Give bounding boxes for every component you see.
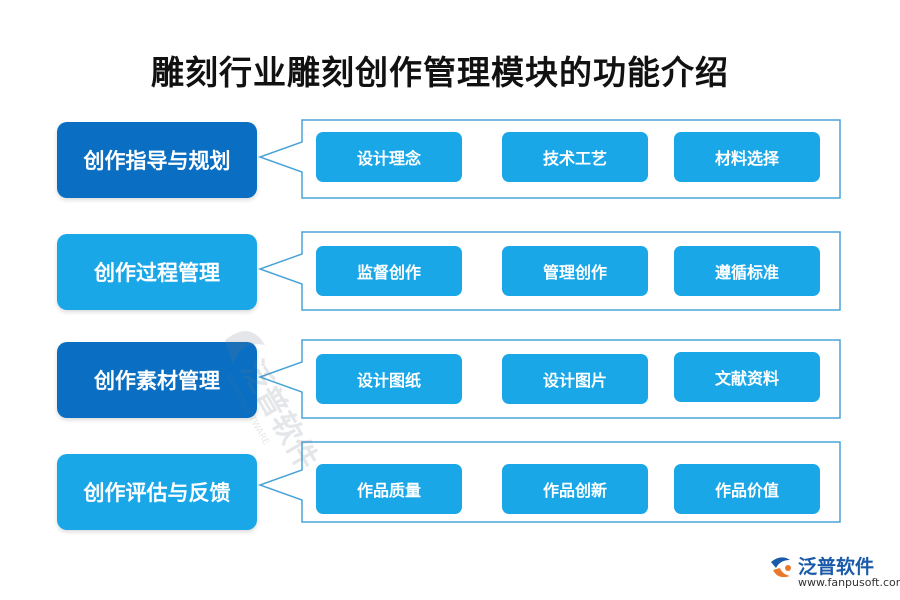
logo-name: 泛普软件: [798, 556, 875, 578]
feature-box: 作品价值: [674, 464, 820, 514]
feature-box: 设计图纸: [316, 354, 462, 404]
feature-box: 设计图片: [502, 354, 648, 404]
module-row: 创作评估与反馈 作品质量 作品创新 作品价值: [0, 441, 900, 544]
feature-box: 文献资料: [674, 352, 820, 402]
feature-box: 材料选择: [674, 132, 820, 182]
brand-logo: 泛普软件 www.fanpusoft.com: [764, 550, 900, 596]
page-title: 雕刻行业雕刻创作管理模块的功能介绍: [151, 53, 729, 92]
category-box: 创作评估与反馈: [57, 454, 257, 530]
category-box: 创作素材管理: [57, 342, 257, 418]
feature-box: 作品质量: [316, 464, 462, 514]
module-row: 创作指导与规划 设计理念 技术工艺 材料选择: [0, 119, 900, 212]
fanpu-logo-icon: [771, 557, 791, 578]
module-row: 创作过程管理 监督创作 管理创作 遵循标准: [0, 231, 900, 324]
category-box: 创作过程管理: [57, 234, 257, 310]
feature-box: 作品创新: [502, 464, 648, 514]
feature-box: 管理创作: [502, 246, 648, 296]
module-row: 创作素材管理 设计图纸 设计图片 文献资料: [0, 339, 900, 432]
category-box: 创作指导与规划: [57, 122, 257, 198]
feature-box: 技术工艺: [502, 132, 648, 182]
feature-box: 设计理念: [316, 132, 462, 182]
feature-box: 遵循标准: [674, 246, 820, 296]
feature-box: 监督创作: [316, 246, 462, 296]
logo-url: www.fanpusoft.com: [798, 576, 900, 589]
